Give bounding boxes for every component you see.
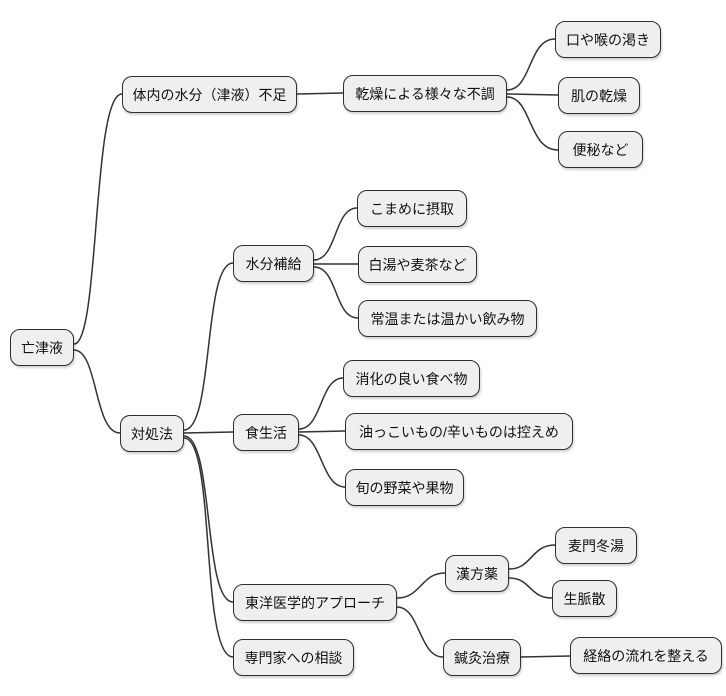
node-hydration: 水分補給 [233, 245, 314, 282]
edge-acupuncture-to-meridian [520, 655, 571, 658]
edge-dryness-to-thirst [506, 38, 556, 91]
node-frequent-intake: こまめに摂取 [357, 190, 467, 227]
node-warm-water-barley-tea: 白湯や麦茶など [358, 246, 477, 283]
edge-eastern-to-kampo [396, 572, 446, 599]
node-seimyakusan: 生脈散 [552, 580, 617, 617]
edge-remedies-to-diet [183, 431, 234, 434]
edge-remedies-to-expert-consultation [183, 437, 234, 658]
node-remedies: 対処法 [120, 415, 184, 452]
node-expert-consultation: 専門家への相談 [233, 639, 354, 676]
edge-diet-to-seasonal [298, 434, 346, 488]
node-avoid-oily-spicy: 油っこいもの/辛いものは控えめ [345, 413, 573, 450]
node-constipation: 便秘など [558, 131, 643, 168]
edge-remedies-to-hydration [183, 262, 234, 431]
node-seasonal-produce: 旬の野菜や果物 [345, 469, 464, 506]
node-eastern-medicine: 東洋医学的アプローチ [233, 584, 397, 621]
edge-root-to-remedies [73, 349, 121, 434]
edge-dryness-to-dry-skin [506, 93, 559, 96]
node-dryness-disorders: 乾燥による様々な不調 [343, 75, 507, 112]
node-bakumondoto: 麦門冬湯 [555, 527, 637, 564]
node-kampo-medicine: 漢方薬 [445, 555, 509, 592]
edge-kampo-to-seimyakusan [508, 577, 553, 599]
edge-hydration-to-room-temp [313, 266, 359, 319]
edge-kampo-to-bakumondoto [508, 544, 556, 570]
node-dry-skin: 肌の乾燥 [558, 77, 640, 114]
node-meridian-flow: 経絡の流れを整える [570, 637, 722, 674]
node-digestible-foods: 消化の良い食べ物 [343, 360, 480, 397]
node-fluid-deficiency: 体内の水分（津液）不足 [122, 76, 297, 113]
node-thirst: 口や喉の渇き [555, 21, 661, 58]
edge-diet-to-avoid-oily [298, 430, 346, 433]
edge-hydration-to-frequent-intake [313, 207, 358, 261]
edge-root-to-fluid-deficiency [73, 93, 123, 345]
edge-diet-to-digestible [298, 377, 344, 430]
edge-eastern-to-acupuncture [396, 606, 444, 658]
edge-fluid-deficiency-to-dryness [296, 92, 344, 95]
node-acupuncture: 鍼灸治療 [443, 639, 521, 676]
node-diet: 食生活 [233, 414, 299, 451]
edge-dryness-to-constipation [506, 96, 559, 151]
edge-remedies-to-eastern-medicine [183, 435, 234, 603]
node-root: 亡津液 [10, 329, 74, 366]
node-room-temp-warm-drinks: 常温または温かい飲み物 [358, 300, 537, 337]
